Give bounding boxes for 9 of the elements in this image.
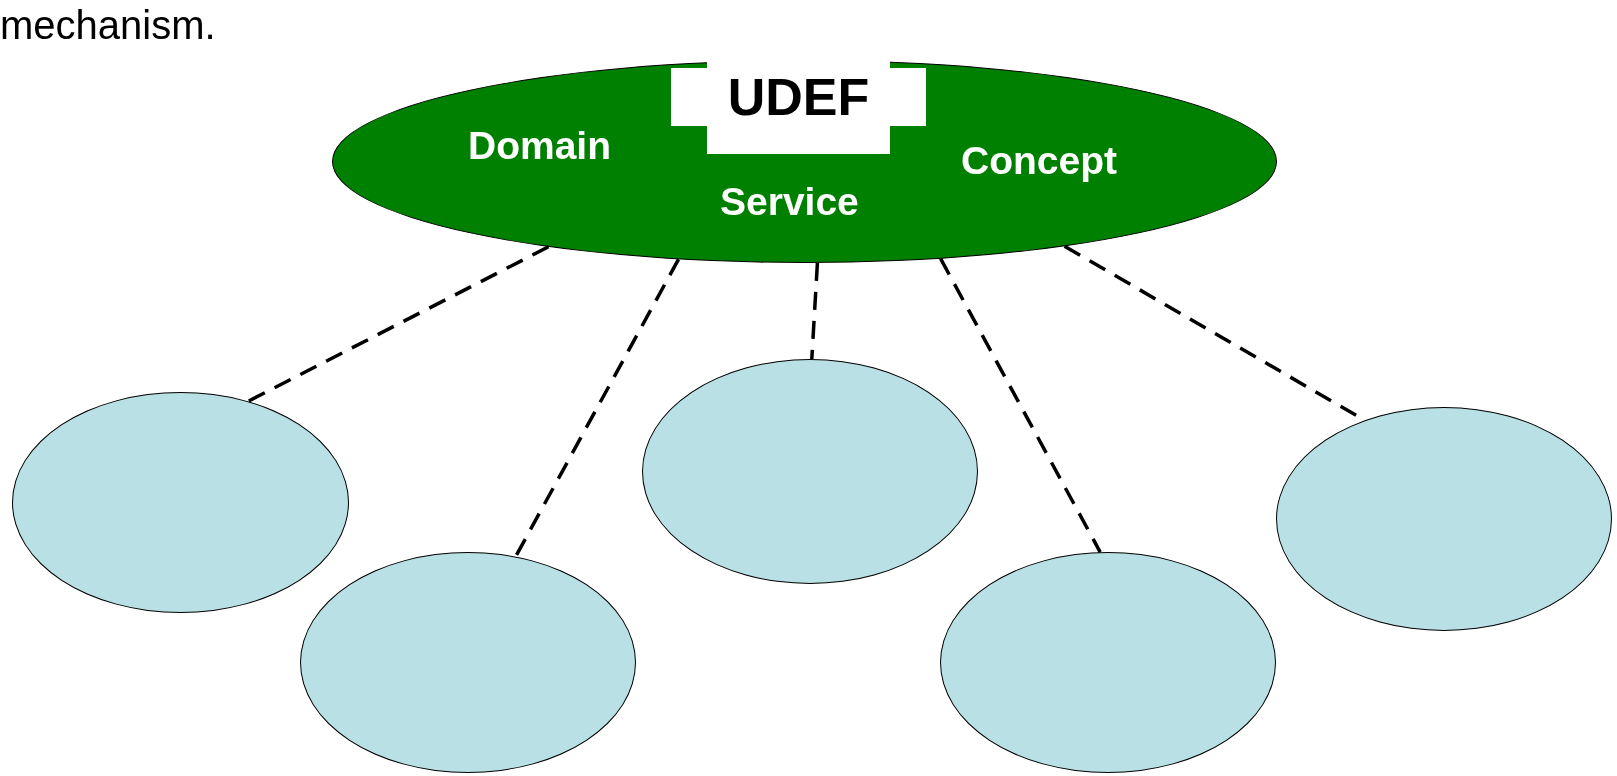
- dashed-line: [247, 245, 550, 403]
- ellipse-label: Service: [720, 182, 859, 221]
- box-label: UDEF: [727, 71, 870, 123]
- dashed-line: [514, 258, 681, 558]
- ellipse-label: Domain: [468, 126, 611, 165]
- dashed-line: [810, 262, 820, 360]
- dashed-line: [939, 257, 1102, 553]
- ellipse-label: Concept: [961, 141, 1117, 180]
- text-fragment: mechanism.: [0, 5, 216, 45]
